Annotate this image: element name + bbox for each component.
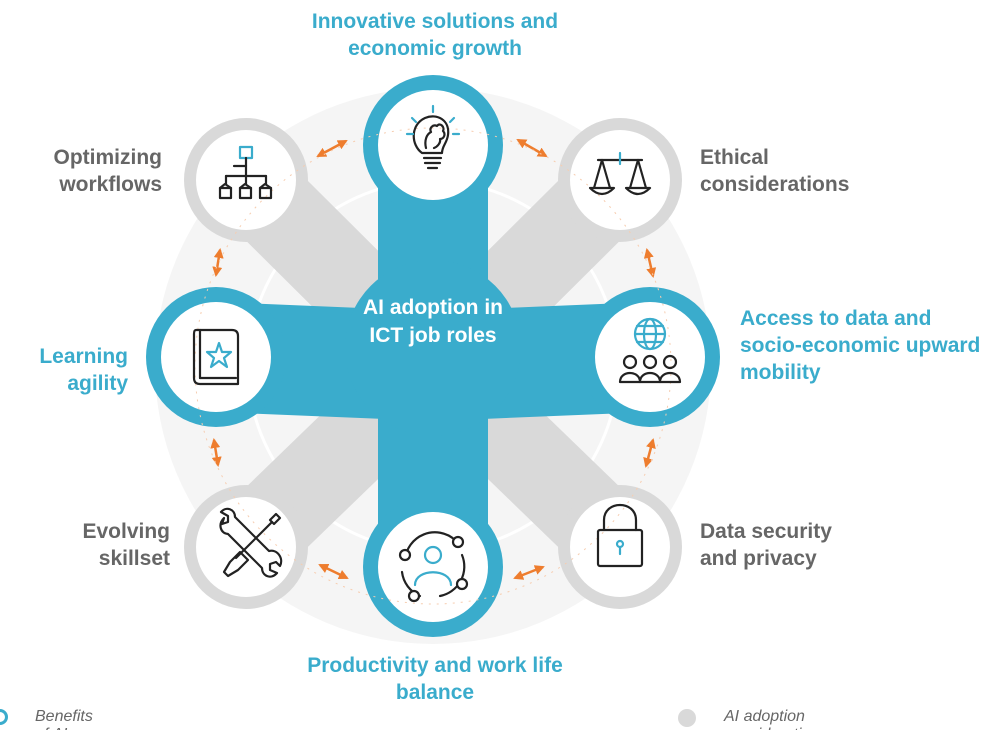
label-data-security: Data security and privacy — [700, 520, 832, 570]
node-innovative-solutions — [363, 75, 503, 215]
label-access-to-data: Access to data and socio-economic upward… — [740, 307, 981, 384]
legend-benefits-label: Benefits of AI adoption — [35, 708, 93, 730]
connector-top-right — [516, 138, 548, 158]
legend-considerations-swatch — [678, 709, 696, 727]
label-learning-agility: Learning agility — [39, 345, 128, 395]
book-star-icon — [192, 328, 240, 386]
lightbulb-head-icon — [405, 104, 461, 170]
label-innovative-solutions: Innovative solutions and economic growth — [311, 10, 559, 60]
connector-left-lower — [210, 438, 222, 467]
connector-bottom-left — [318, 563, 349, 580]
label-productivity: Productivity and work life balance — [307, 654, 563, 704]
connectors — [210, 138, 657, 580]
wrench-screwdriver-icon — [219, 507, 283, 578]
label-evolving-skillset: Evolving skillset — [82, 520, 170, 570]
workflow-hierarchy-icon — [218, 145, 273, 200]
connector-right-lower — [643, 438, 656, 468]
person-cycle-icon — [398, 531, 469, 603]
connector-top-left — [316, 139, 348, 158]
label-ethical-considerations: Ethical considerations — [700, 146, 850, 196]
balance-scale-icon — [588, 151, 652, 196]
legend-considerations-label: AI adoption considerations — [724, 708, 827, 730]
connector-left-upper — [212, 248, 224, 277]
connector-bottom-right — [513, 565, 545, 580]
legend-benefits-swatch — [0, 709, 8, 725]
center-title: AI adoption in ICT job roles — [363, 296, 503, 347]
center-hub — [345, 260, 521, 436]
dotted-ring — [194, 127, 672, 605]
label-optimizing-workflows: Optimizing workflows — [53, 146, 163, 196]
connector-right-upper — [643, 248, 657, 278]
padlock-icon — [596, 504, 644, 568]
node-productivity — [363, 497, 503, 637]
globe-people-icon — [618, 317, 682, 384]
node-learning-agility — [146, 287, 286, 427]
node-ethical — [558, 118, 682, 242]
